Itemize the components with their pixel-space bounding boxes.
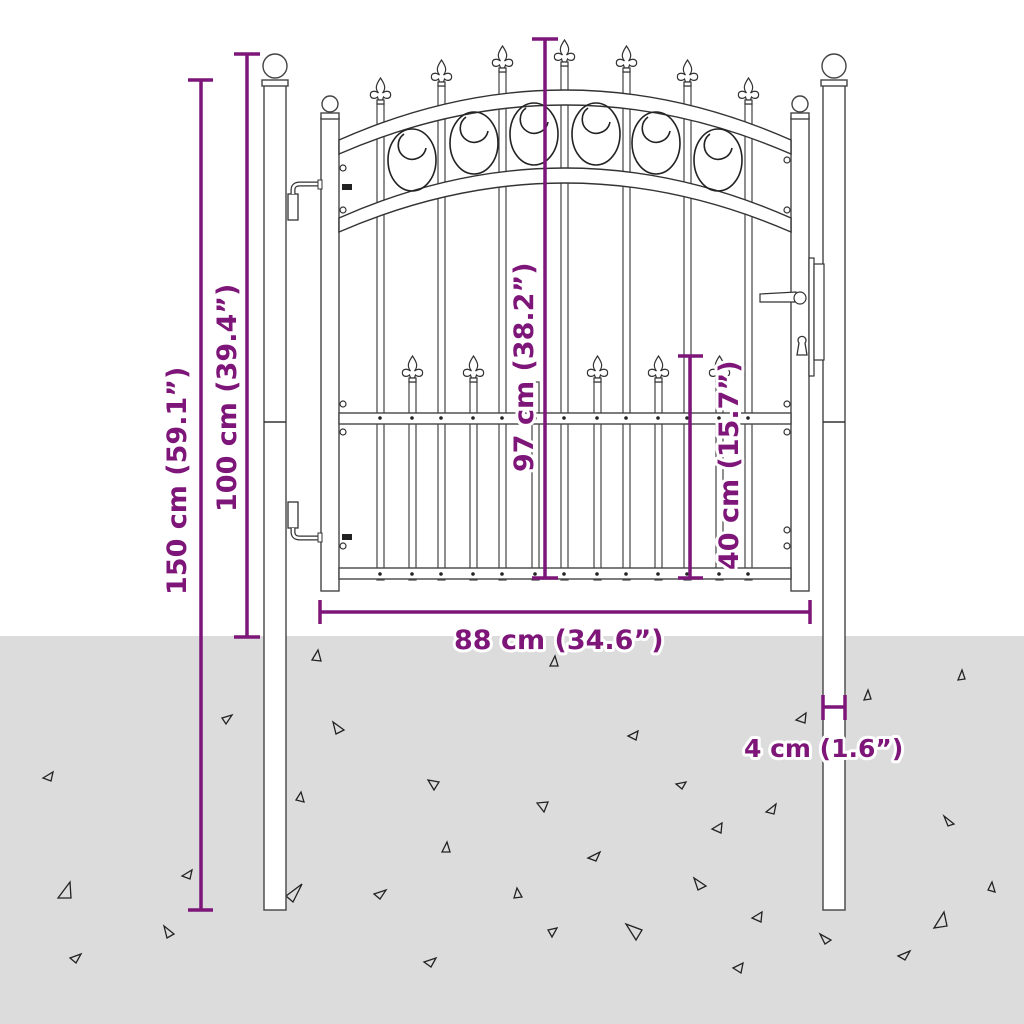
left-post-ball-finial (262, 53, 288, 79)
gate-left-stile (320, 117, 340, 592)
fleur-de-lis-icon (401, 355, 424, 383)
lower-pickets (401, 355, 731, 581)
dimension-gate-width: 88 cm (34.6”) (318, 600, 812, 659)
gate-right-ball-finial (791, 95, 809, 113)
fleur-de-lis-icon (676, 59, 699, 87)
ground (0, 636, 1024, 1024)
left-post-cap-ring (261, 79, 289, 87)
fleur-de-lis-icon (369, 77, 392, 105)
oval-scroll-ornaments (387, 102, 743, 192)
dimension-gate-height: 100 cm (39.4”) (209, 52, 260, 639)
upper-pickets (369, 39, 760, 581)
fleur-de-lis-icon (615, 45, 638, 73)
fleur-de-lis-icon (491, 45, 514, 73)
dimension-post-height: 150 cm (59.1”) (159, 78, 213, 912)
door-handle (759, 291, 807, 305)
upper-hinge (287, 179, 352, 221)
key-lock-icon (796, 335, 808, 356)
ground-pebbles (41, 648, 996, 975)
fleur-de-lis-icon (553, 39, 576, 67)
rail-rivets (378, 416, 750, 576)
lock-box (808, 257, 825, 377)
center-height-label: 97 cm (38.2”) (509, 262, 540, 472)
fleur-de-lis-icon (647, 355, 670, 383)
right-post-ball-finial (821, 53, 847, 79)
fleur-de-lis-icon (586, 355, 609, 383)
gate-height-label: 100 cm (39.4”) (212, 284, 243, 512)
gate-width-label: 88 cm (34.6”) (454, 625, 664, 656)
post-height-label: 150 cm (59.1”) (162, 367, 193, 595)
right-post-cap-ring (820, 79, 848, 87)
dimension-center-height: 97 cm (38.2”) (506, 37, 558, 580)
fleur-de-lis-icon (462, 355, 485, 383)
lower-section-label: 40 cm (15.7”) (714, 360, 745, 570)
gate-left-ball-finial (321, 95, 339, 113)
post-width-label: 4 cm (1.6”) (744, 734, 903, 763)
arched-rails (338, 89, 792, 234)
dimension-lower-section: 40 cm (15.7”) (678, 354, 748, 580)
lower-hinge (287, 501, 352, 543)
right-post (820, 53, 848, 911)
fleur-de-lis-icon (737, 77, 760, 105)
dimension-post-width: 4 cm (1.6”) (741, 695, 906, 766)
gate (287, 39, 825, 592)
fleur-de-lis-icon (430, 59, 453, 87)
left-post (261, 53, 289, 911)
